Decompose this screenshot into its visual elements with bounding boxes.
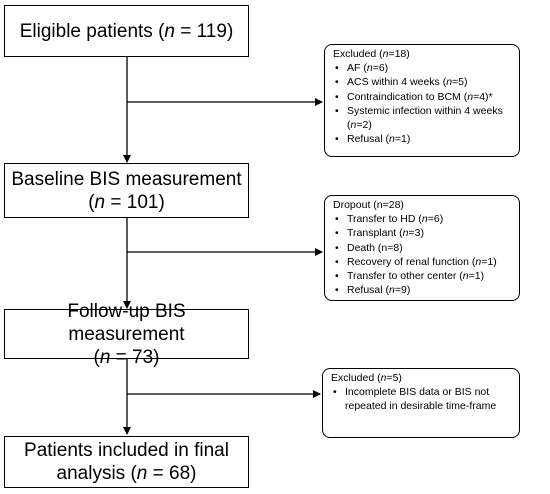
dropout-item-pre: Refusal ( xyxy=(347,284,390,297)
list-item: Transfer to HD (n=6) xyxy=(333,212,513,226)
excluded1-item-pre: Systemic infection within 4 weeks ( xyxy=(347,104,503,132)
dropout-item-n: n xyxy=(389,284,395,297)
final-label-n: n xyxy=(136,463,148,484)
list-item: Contraindication to BCM (n=4)* xyxy=(333,90,513,104)
baseline-label-pre: ( xyxy=(88,191,95,213)
eligible-patients-box: Eligible patients (n = 119) xyxy=(4,5,249,57)
excluded1-item-post: =5) xyxy=(452,76,468,89)
baseline-label-line: (n = 101) xyxy=(88,191,165,214)
excluded2-list: Incomplete BIS data or BIS not repeated … xyxy=(331,385,513,413)
excluded1-header-pre: Excluded ( xyxy=(333,48,383,60)
excluded1-list: AF (n=6)ACS within 4 weeks (n=5)Contrain… xyxy=(333,61,513,146)
list-item: Transplant (n=3) xyxy=(333,226,513,240)
dropout-header-pre: Dropout (n=28) xyxy=(333,199,404,211)
excluded1-item-pre: ACS within 4 weeks ( xyxy=(347,76,447,89)
baseline-label-pre: Baseline BIS measurement xyxy=(11,168,242,190)
dropout-header: Dropout (n=28) xyxy=(333,198,513,212)
list-item: Refusal (n=1) xyxy=(333,132,513,146)
dropout-item-n: n xyxy=(462,270,469,283)
excluded1-item-pre: AF ( xyxy=(347,62,367,75)
list-item: ACS within 4 weeks (n=5) xyxy=(333,75,513,89)
excluded2-header-post: =5) xyxy=(386,372,402,384)
eligible-label-n: n xyxy=(164,20,175,42)
dropout-item-post: =1) xyxy=(468,270,485,283)
final-label-line: analysis (n = 68) xyxy=(57,462,197,485)
excluded1-item-post: =2) xyxy=(356,119,372,132)
excluded2-header: Excluded (n=5) xyxy=(331,371,513,385)
eligible-label-post: = 119) xyxy=(175,20,234,42)
excluded1-header-post: =18) xyxy=(388,48,410,60)
excluded1-item-post: =4)* xyxy=(473,90,493,103)
excluded-box-2: Excluded (n=5)Incomplete BIS data or BIS… xyxy=(322,368,520,438)
dropout-item-post: =1) xyxy=(481,255,497,268)
dropout-item-pre: Death (n=8) xyxy=(347,241,403,254)
dropout-item-n: n xyxy=(402,227,409,240)
dropout-item-n: n xyxy=(475,255,482,268)
baseline-label-post: = 101) xyxy=(105,191,165,213)
final-label-line: Patients included in final xyxy=(24,439,229,462)
excluded-box-1: Excluded (n=18)AF (n=6)ACS within 4 week… xyxy=(324,44,520,157)
final-label-pre: analysis ( xyxy=(56,463,137,484)
baseline-label-n: n xyxy=(94,191,106,213)
dropout-item-post: =9) xyxy=(394,284,411,297)
excluded1-item-n: n xyxy=(350,119,357,132)
baseline-label-line: Baseline BIS measurement xyxy=(11,168,241,191)
dropout-item-pre: Transfer to other center ( xyxy=(347,270,463,283)
dropout-item-n: n xyxy=(421,213,428,226)
followup-label-line: Follow-up BIS measurement xyxy=(11,300,242,346)
list-item: Death (n=8) xyxy=(333,241,513,255)
list-item: Recovery of renal function (n=1) xyxy=(333,255,513,269)
list-item: AF (n=6) xyxy=(333,61,513,75)
list-item: Systemic infection within 4 weeks (n=2) xyxy=(333,104,513,132)
dropout-item-pre: Transplant ( xyxy=(347,227,403,240)
baseline-bis-box: Baseline BIS measurement(n = 101) xyxy=(4,163,249,218)
followup-label-post: = 73) xyxy=(110,346,160,368)
eligible-label-line: Eligible patients (n = 119) xyxy=(20,20,234,43)
dropout-item-post: =3) xyxy=(408,227,424,240)
dropout-list: Transfer to HD (n=6)Transplant (n=3)Deat… xyxy=(333,212,513,297)
followup-label-pre: Follow-up BIS measurement xyxy=(67,300,186,345)
excluded1-item-n: n xyxy=(389,133,395,146)
excluded2-item-pre: Incomplete BIS data or BIS not repeated … xyxy=(345,386,497,413)
final-label-pre: Patients included in final xyxy=(24,440,229,461)
excluded1-item-pre: Contraindication to BCM ( xyxy=(347,90,468,103)
followup-label-line: (n = 73) xyxy=(93,346,159,369)
excluded1-item-n: n xyxy=(366,62,373,75)
followup-bis-box: Follow-up BIS measurement(n = 73) xyxy=(4,301,249,368)
list-item: Transfer to other center (n=1) xyxy=(333,269,513,283)
excluded1-item-pre: Refusal ( xyxy=(347,133,390,146)
list-item: Incomplete BIS data or BIS not repeated … xyxy=(331,385,513,413)
dropout-box: Dropout (n=28)Transfer to HD (n=6)Transp… xyxy=(324,195,520,301)
excluded1-item-n: n xyxy=(446,76,453,89)
eligible-label-pre: Eligible patients ( xyxy=(19,20,165,42)
followup-label-pre: ( xyxy=(93,346,100,368)
followup-label-n: n xyxy=(99,346,111,368)
excluded1-header-n: n xyxy=(382,48,389,60)
excluded2-header-n: n xyxy=(380,372,387,384)
excluded2-header-pre: Excluded ( xyxy=(331,372,381,384)
final-label-post: = 68) xyxy=(147,463,197,484)
excluded1-item-post: =1) xyxy=(394,133,411,146)
dropout-item-pre: Recovery of renal function ( xyxy=(347,255,476,268)
dropout-item-post: =6) xyxy=(427,213,444,226)
excluded1-item-n: n xyxy=(467,90,474,103)
excluded1-header: Excluded (n=18) xyxy=(333,47,513,61)
list-item: Refusal (n=9) xyxy=(333,283,513,297)
dropout-item-pre: Transfer to HD ( xyxy=(347,213,422,226)
excluded1-item-post: =6) xyxy=(372,62,389,75)
